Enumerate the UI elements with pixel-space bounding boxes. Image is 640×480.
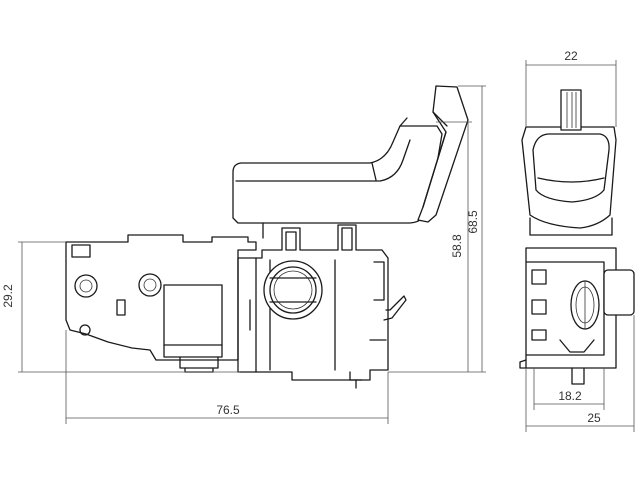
mount-hole-1 bbox=[74, 274, 98, 298]
dim-side-top-width-label: 22 bbox=[564, 49, 578, 63]
side-trigger bbox=[521, 89, 617, 236]
side-body bbox=[519, 247, 635, 385]
dim-side-mid-width-label: 18.2 bbox=[558, 389, 582, 403]
pcb-board bbox=[65, 234, 257, 361]
dimension-labels: 29.2 76.5 58.8 68.5 22 18.2 25 bbox=[1, 49, 601, 425]
side-view bbox=[519, 89, 635, 385]
board-pad bbox=[71, 244, 91, 258]
dim-total-width-label: 76.5 bbox=[216, 403, 240, 417]
mount-hole-2 bbox=[138, 273, 162, 297]
connector-block bbox=[163, 284, 223, 373]
dimension-lines bbox=[18, 60, 635, 432]
speed-knob bbox=[263, 260, 323, 320]
switch-housing bbox=[237, 224, 407, 389]
front-view bbox=[65, 85, 469, 389]
mount-hole-3 bbox=[79, 324, 91, 336]
dim-side-bottom-width-label: 25 bbox=[587, 411, 601, 425]
trigger bbox=[232, 117, 443, 239]
dim-total-height-label: 68.5 bbox=[466, 210, 480, 234]
dim-body-height-label: 29.2 bbox=[1, 284, 15, 308]
dim-trigger-base-height-label: 58.8 bbox=[450, 234, 464, 258]
